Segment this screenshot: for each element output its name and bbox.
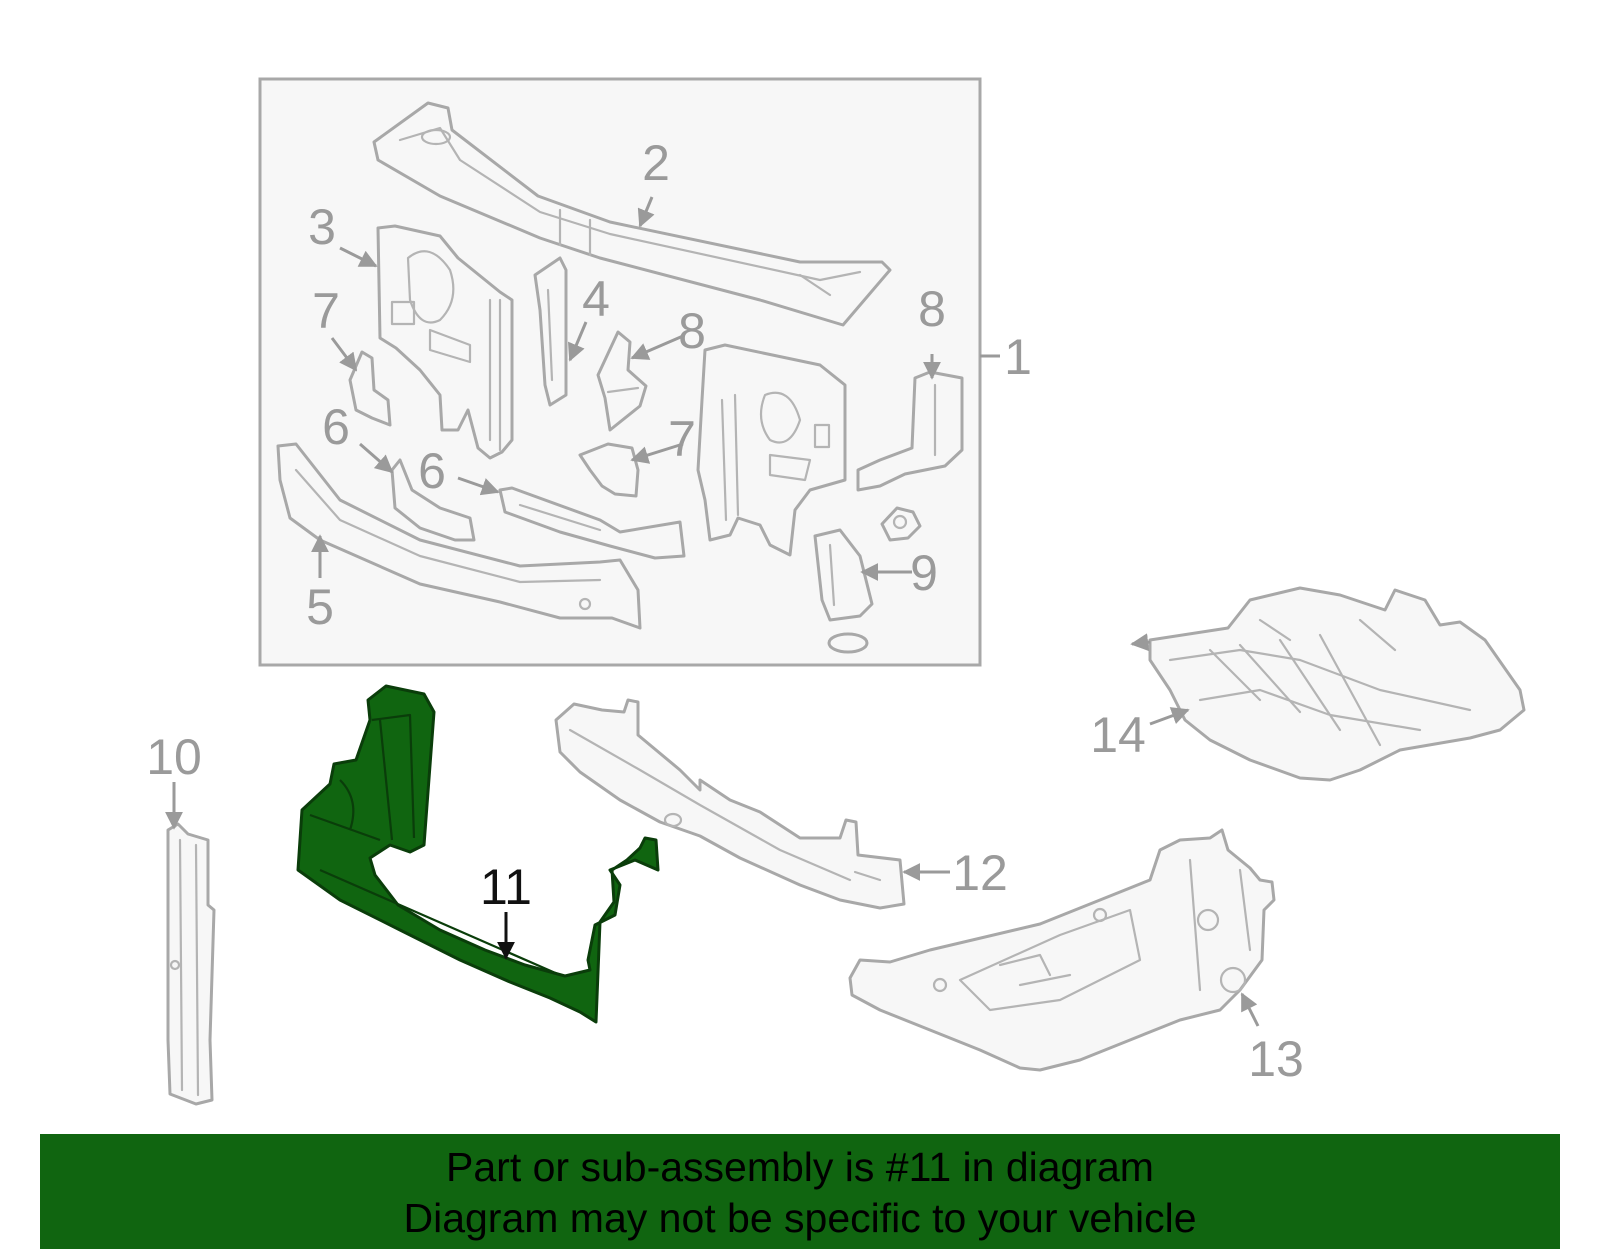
- part-7-left-bracket: [348, 350, 392, 427]
- part-11-deflector: [296, 684, 660, 1024]
- part-10-vertical-support: [166, 822, 216, 1106]
- callout-5: 5: [306, 579, 334, 635]
- part-6-left-reinforcement: [390, 458, 476, 542]
- callout-2: 2: [642, 135, 670, 191]
- callout-4: 4: [582, 271, 610, 327]
- callout-11: 11: [480, 859, 532, 915]
- part-9-seal-ring: [827, 632, 869, 654]
- info-banner: Part or sub-assembly is #11 in diagram D…: [40, 1134, 1560, 1249]
- callout-13: 13: [1248, 1031, 1304, 1087]
- part-4-inner-bracket: [533, 256, 568, 407]
- part-13-subframe: [848, 828, 1276, 1072]
- callout-7-left: 7: [312, 283, 340, 339]
- callout-8-right: 8: [918, 281, 946, 337]
- part-3-left-panel: [376, 224, 514, 460]
- banner-line-part-number: Part or sub-assembly is #11 in diagram: [446, 1144, 1154, 1190]
- part-6-middle-reinforcement: [498, 486, 686, 560]
- callout-9: 9: [910, 545, 938, 601]
- grommet-part: [880, 506, 922, 542]
- part-7-middle-bracket: [578, 442, 640, 498]
- part-12-bumper-reinforcement: [554, 698, 906, 910]
- part-9-lower-bracket: [813, 528, 874, 622]
- callout-1: 1: [1004, 329, 1032, 385]
- callout-12: 12: [952, 845, 1008, 901]
- part-14-splash-shield: [1148, 586, 1526, 782]
- callout-6-middle: 6: [418, 443, 446, 499]
- callout-7-middle: 7: [668, 411, 696, 467]
- part-8-middle-bracket: [596, 330, 648, 432]
- banner-line-disclaimer: Diagram may not be specific to your vehi…: [403, 1195, 1197, 1241]
- callout-14: 14: [1090, 707, 1146, 763]
- part-8-right-bracket: [856, 370, 964, 492]
- callout-10: 10: [146, 729, 202, 785]
- part-5-lower-tie-bar: [276, 442, 642, 630]
- part-1-right-panel: [696, 343, 847, 557]
- callout-8-middle: 8: [678, 303, 706, 359]
- callout-3: 3: [308, 199, 336, 255]
- callout-6-left: 6: [322, 399, 350, 455]
- part-2-upper-tie-bar: [372, 101, 892, 327]
